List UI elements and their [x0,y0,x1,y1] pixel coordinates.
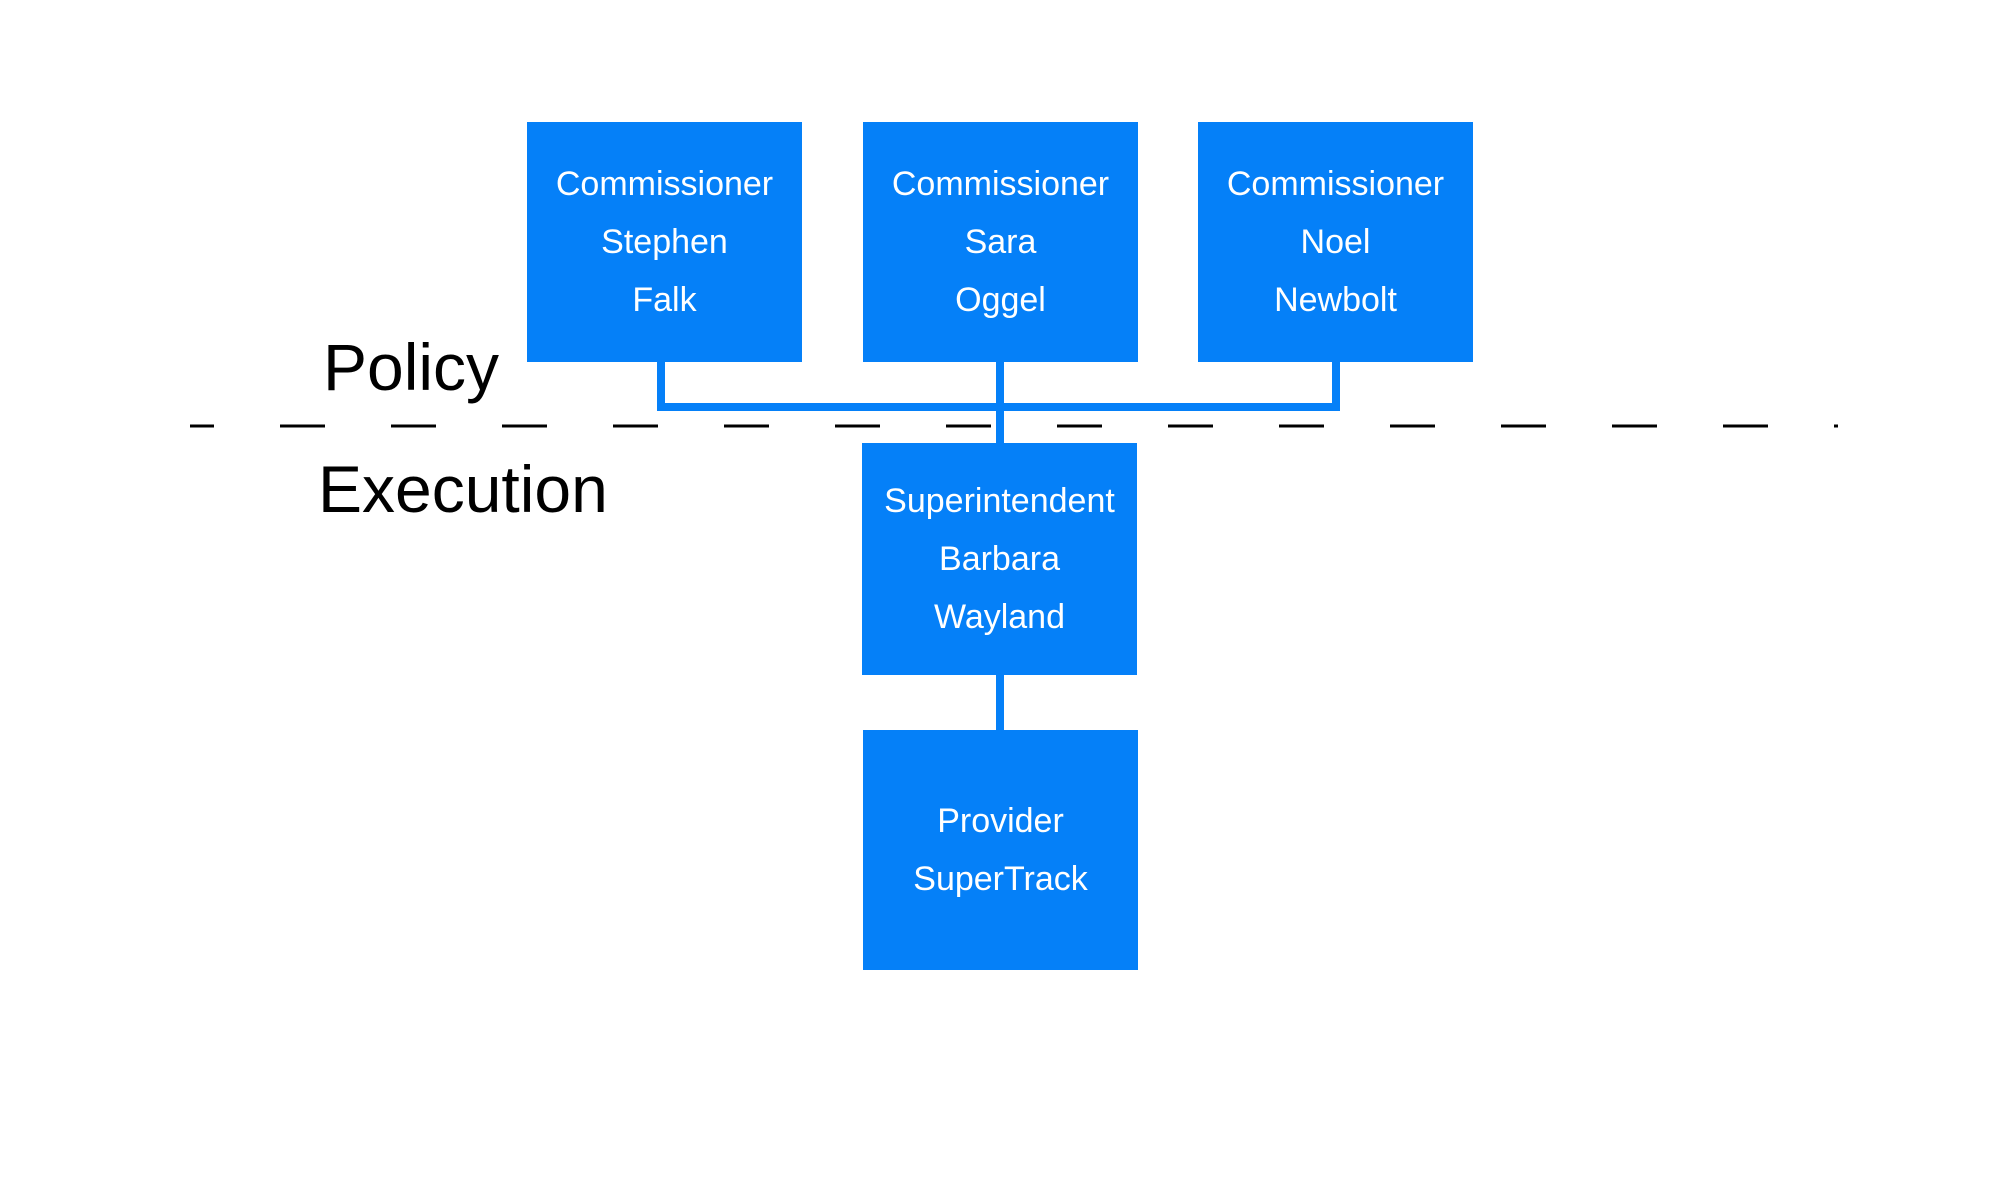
node-label-line: Stephen [601,223,728,261]
node-label-line: Newbolt [1274,281,1397,319]
node-label-line: SuperTrack [913,860,1088,898]
node-label-line: Commissioner [891,165,1110,203]
node-label-line: Barbara [939,540,1060,578]
node-commissioner-stephen-falk: Commissioner Stephen Falk [527,122,802,362]
node-commissioner-noel-newbolt: Commissioner Noel Newbolt [1198,122,1473,362]
node-label-line: Commissioner [555,165,774,203]
node-label-line: Oggel [955,281,1046,319]
node-label-line: Falk [632,281,697,319]
node-label-line: Noel [1300,223,1371,261]
execution-region-label: Execution [318,452,608,526]
node-commissioner-sara-oggel: Commissioner Sara Oggel [863,122,1138,362]
node-superintendent-barbara-wayland: Superintendent Barbara Wayland [862,443,1137,675]
node-label-line: Wayland [933,598,1066,636]
policy-region-label: Policy [323,330,500,404]
node-provider-supertrack: Provider SuperTrack [863,730,1138,970]
node-label-line: Provider [937,802,1064,840]
node-label-line: Superintendent [884,482,1115,520]
node-label-line: Commissioner [1226,165,1445,203]
node-label-line: Sara [964,223,1037,261]
